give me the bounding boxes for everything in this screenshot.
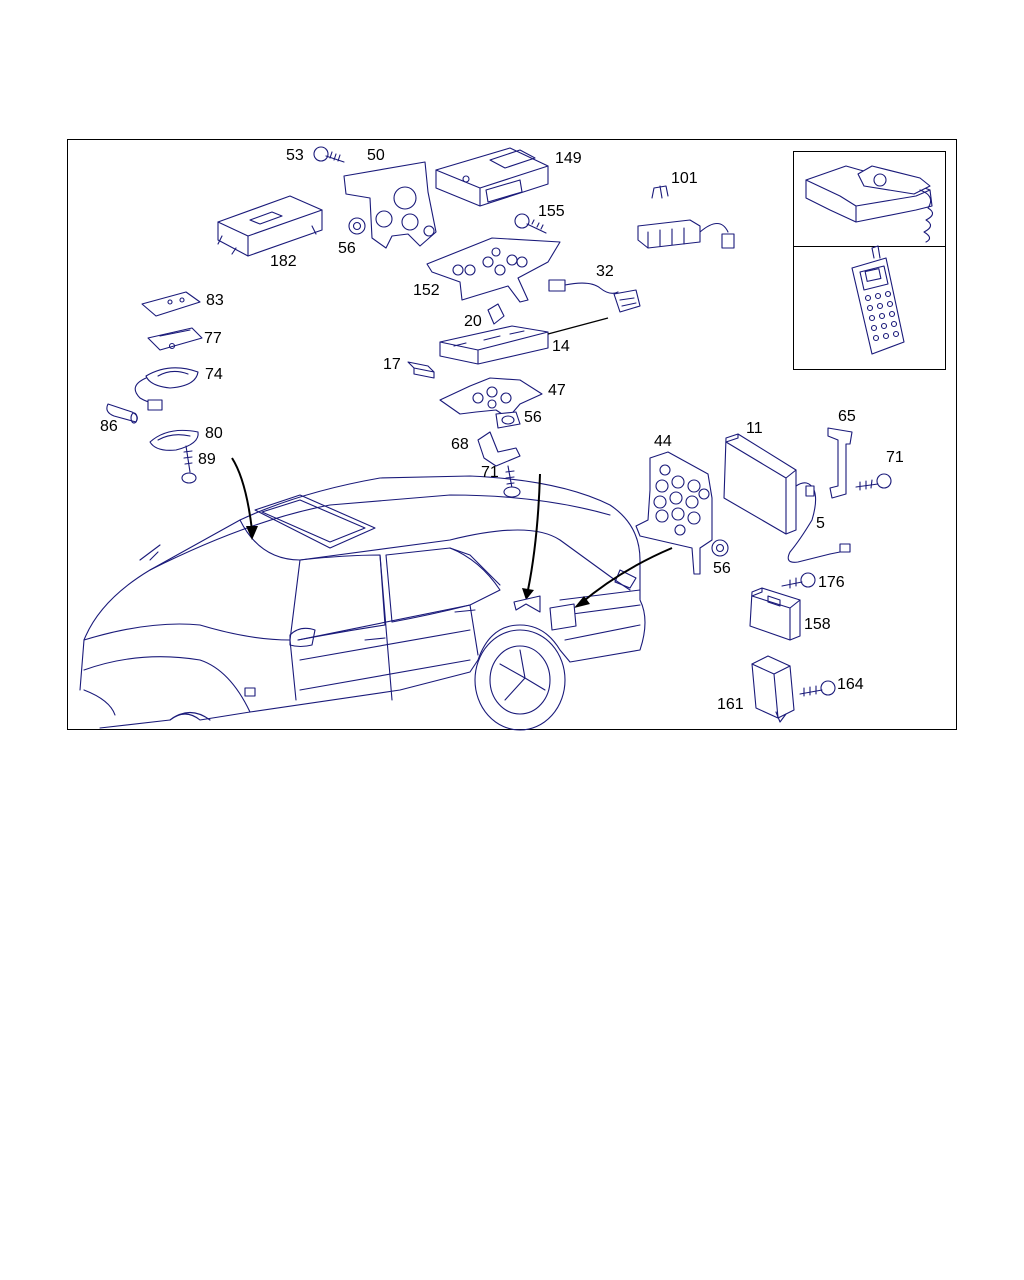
- mount-bracket-car: [513, 595, 577, 631]
- screw-164: [799, 680, 836, 697]
- nut-56-middle: [495, 411, 521, 429]
- connector-20: [487, 303, 505, 325]
- bracket-152: [426, 237, 561, 303]
- part-label-68: 68: [451, 436, 469, 453]
- part-label-11: 11: [746, 420, 763, 437]
- part-label-77: 77: [204, 330, 222, 347]
- inset-panel: [793, 151, 946, 370]
- bracket-68: [477, 431, 521, 467]
- part-label-74: 74: [205, 366, 223, 383]
- part-label-71-middle: 71: [481, 464, 499, 481]
- part-label-149: 149: [555, 150, 582, 167]
- inset-mobile-handset: [851, 245, 905, 355]
- part-label-80: 80: [205, 425, 223, 442]
- antenna-74: [134, 367, 199, 411]
- part-label-56-right: 56: [713, 560, 731, 577]
- bracket-50: [343, 161, 437, 249]
- screw-155: [514, 213, 547, 234]
- plate-44: [635, 451, 713, 575]
- lamp-86: [106, 403, 138, 424]
- part-label-47: 47: [548, 382, 566, 399]
- diagram-frame: [67, 139, 957, 730]
- bracket-65: [827, 427, 853, 499]
- part-label-161: 161: [717, 696, 744, 713]
- part-label-158: 158: [804, 616, 831, 633]
- part-label-182: 182: [270, 253, 297, 270]
- battery-101: [637, 185, 735, 249]
- module-149: [435, 147, 549, 207]
- inset-handset-cradle: [805, 165, 934, 243]
- screw-53: [313, 146, 345, 163]
- part-label-101: 101: [671, 170, 698, 187]
- part-label-5: 5: [816, 515, 825, 532]
- part-label-50: 50: [367, 147, 385, 164]
- part-label-164: 164: [837, 676, 864, 693]
- plate-83: [141, 291, 201, 317]
- part-label-17: 17: [383, 356, 401, 373]
- part-label-53: 53: [286, 147, 304, 164]
- module-182: [217, 195, 323, 257]
- part-label-32: 32: [596, 263, 614, 280]
- module-161: [751, 655, 795, 723]
- cover-80: [149, 429, 199, 451]
- cable-32: [548, 279, 641, 313]
- car-illustration: [79, 475, 646, 731]
- screw-71-middle: [503, 465, 521, 498]
- part-label-71-right: 71: [886, 449, 904, 466]
- part-label-176: 176: [818, 574, 845, 591]
- screw-89: [181, 445, 197, 484]
- part-label-56-middle: 56: [524, 409, 542, 426]
- screw-71-right: [855, 473, 892, 491]
- module-158: [749, 587, 801, 641]
- part-label-155: 155: [538, 203, 565, 220]
- nut-56-top: [348, 217, 366, 235]
- arrow-middle: [522, 473, 541, 600]
- part-label-83: 83: [206, 292, 224, 309]
- inset-divider: [793, 246, 946, 247]
- bracket-47: [439, 377, 543, 419]
- part-label-86: 86: [100, 418, 118, 435]
- module-11: [723, 433, 851, 563]
- clip-17: [407, 361, 435, 379]
- part-label-56-top: 56: [338, 240, 356, 257]
- part-label-20: 20: [464, 313, 482, 330]
- part-label-152: 152: [413, 282, 440, 299]
- part-label-89: 89: [198, 451, 216, 468]
- nut-56-right: [711, 539, 729, 557]
- screw-176: [781, 572, 816, 589]
- part-label-44: 44: [654, 433, 672, 450]
- unit-14: [439, 317, 609, 365]
- arrow-right: [574, 547, 673, 608]
- arrow-left: [231, 457, 258, 540]
- part-label-65: 65: [838, 408, 856, 425]
- part-label-14: 14: [552, 338, 570, 355]
- plate-77: [147, 327, 203, 351]
